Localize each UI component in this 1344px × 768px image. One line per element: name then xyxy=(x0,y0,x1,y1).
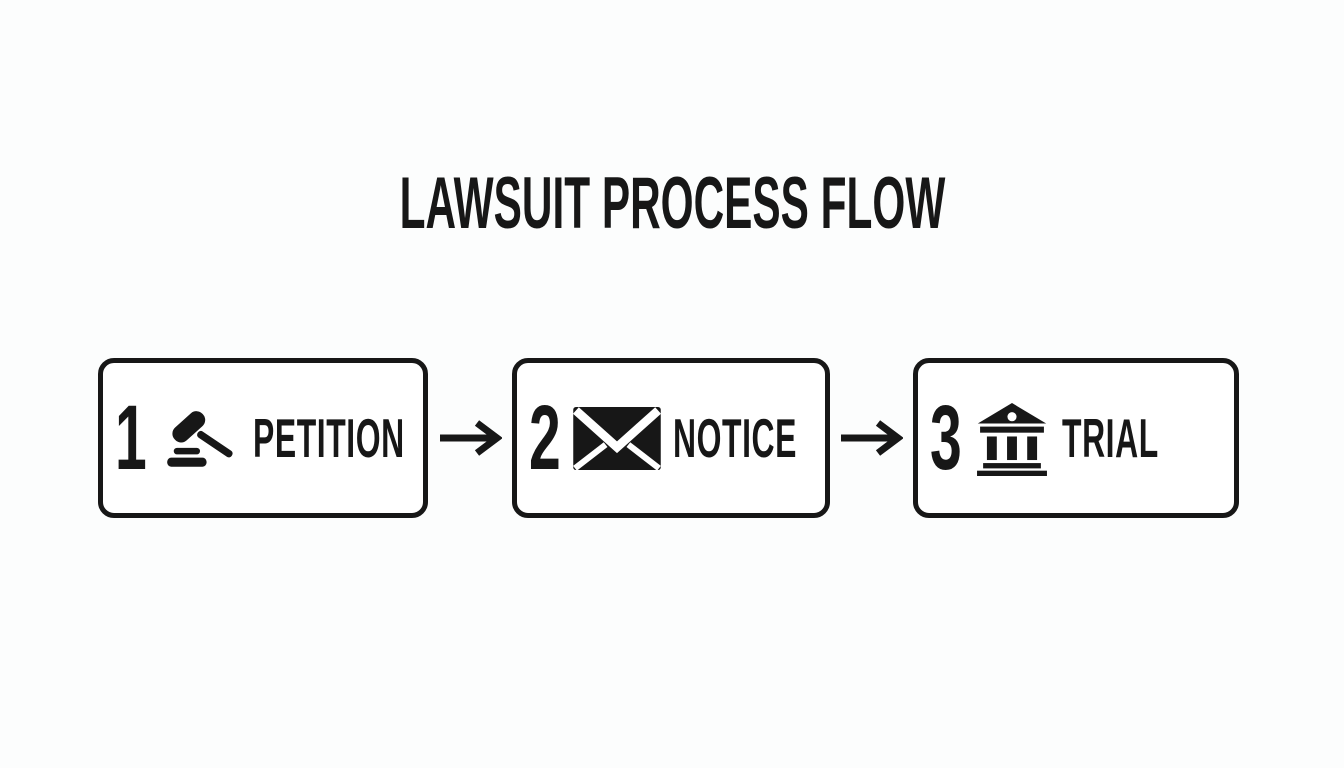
step-box-trial: 3 TRIAL xyxy=(913,358,1239,518)
step-label: NOTICE xyxy=(672,406,825,469)
step-label-text: TRIAL xyxy=(1062,406,1159,469)
step-box-notice: 2 NOTICE xyxy=(511,358,830,518)
process-flow: 1 PETITION 2 xyxy=(98,358,1239,518)
courthouse-icon xyxy=(974,395,1050,481)
arrow-right-icon xyxy=(839,418,904,458)
step-number-text: 1 xyxy=(115,387,147,489)
step-label: TRIAL xyxy=(1062,406,1229,469)
step-number: 3 xyxy=(930,392,962,484)
step-label-text: PETITION xyxy=(253,406,405,469)
step-number: 2 xyxy=(529,392,561,484)
envelope-icon xyxy=(572,406,661,470)
arrow-right-icon xyxy=(438,418,502,458)
diagram-title: LAWSUIT PROCESS FLOW xyxy=(0,167,1344,240)
gavel-icon xyxy=(159,397,241,479)
step-label-text: NOTICE xyxy=(672,406,797,469)
step-label: PETITION xyxy=(253,406,423,469)
step-box-petition: 1 PETITION xyxy=(98,358,428,518)
diagram-title-text: LAWSUIT PROCESS FLOW xyxy=(399,163,945,244)
step-number: 1 xyxy=(115,392,147,484)
step-number-text: 3 xyxy=(930,387,962,489)
step-number-text: 2 xyxy=(528,387,561,489)
